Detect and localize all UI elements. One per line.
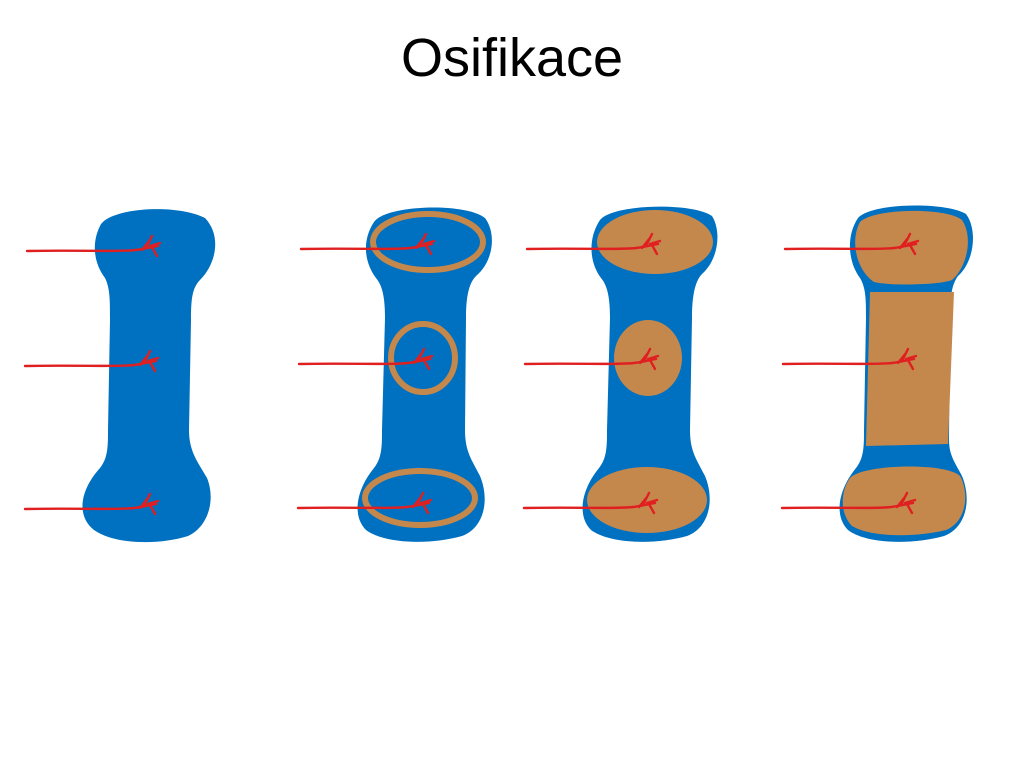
ossification-ring-top: [370, 211, 486, 273]
diaphysis-bone: [866, 292, 954, 446]
blood-vessel-top: [25, 234, 162, 258]
blood-vessel-bottom: [23, 492, 160, 516]
blood-vessel-bottom: [780, 491, 917, 515]
cartilage-model: [82, 209, 216, 543]
blood-vessel-bottom: [522, 491, 659, 515]
blood-vessel-middle: [23, 349, 160, 373]
blood-vessel-top: [783, 232, 920, 256]
ossification-ring-bottom: [362, 468, 478, 528]
blood-vessel-middle: [523, 347, 660, 371]
blood-vessel-bottom: [296, 491, 433, 515]
bone-stage-4: [780, 205, 973, 542]
ossification-center-bottom: [587, 467, 707, 533]
blood-vessel-top: [525, 232, 662, 256]
cartilage-model: [357, 207, 492, 542]
blood-vessel-top: [299, 232, 436, 256]
blood-vessel-middle: [297, 347, 434, 371]
slide-title: Osifikace: [400, 28, 624, 88]
bone-stage-1: [23, 209, 216, 543]
bone-stage-2: [296, 207, 492, 542]
bone-stage-3: [522, 206, 718, 542]
blood-vessel-middle: [781, 347, 918, 371]
ossification-ring-middle: [388, 321, 458, 395]
